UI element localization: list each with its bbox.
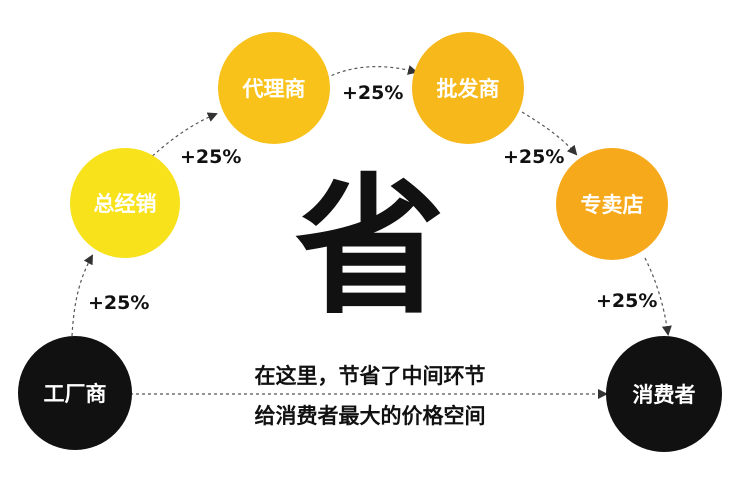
node-wholesaler: 批发商	[412, 32, 524, 144]
markup-label-3: +25%	[342, 82, 404, 104]
node-consumer: 消费者	[606, 336, 722, 452]
arrow-agent-to-wholesaler	[325, 65, 418, 79]
arrow-distributor-to-agent	[147, 112, 218, 161]
markup-label-1: +25%	[88, 292, 150, 314]
caption-line-1: 在这里，节省了中间环节	[254, 364, 486, 388]
node-general-distributor-label: 总经销	[93, 192, 157, 216]
node-specialty-store: 专卖店	[556, 148, 668, 260]
markup-label-4: +25%	[503, 146, 565, 168]
arrow-wholesaler-to-store	[521, 111, 578, 156]
markup-label-5: +25%	[596, 290, 658, 312]
center-save-character: 省	[294, 161, 445, 335]
arrow-store-to-consumer	[644, 257, 672, 336]
node-agent: 代理商	[218, 32, 330, 144]
node-general-distributor: 总经销	[70, 148, 180, 258]
caption-line-2: 给消费者最大的价格空间	[254, 404, 486, 428]
node-consumer-label: 消费者	[632, 383, 696, 407]
node-factory: 工厂商	[18, 336, 132, 450]
node-specialty-store-label: 专卖店	[580, 193, 644, 217]
node-wholesaler-label: 批发商	[436, 77, 500, 101]
node-agent-label: 代理商	[242, 77, 306, 101]
markup-label-2: +25%	[180, 146, 242, 168]
node-factory-label: 工厂商	[43, 382, 107, 406]
